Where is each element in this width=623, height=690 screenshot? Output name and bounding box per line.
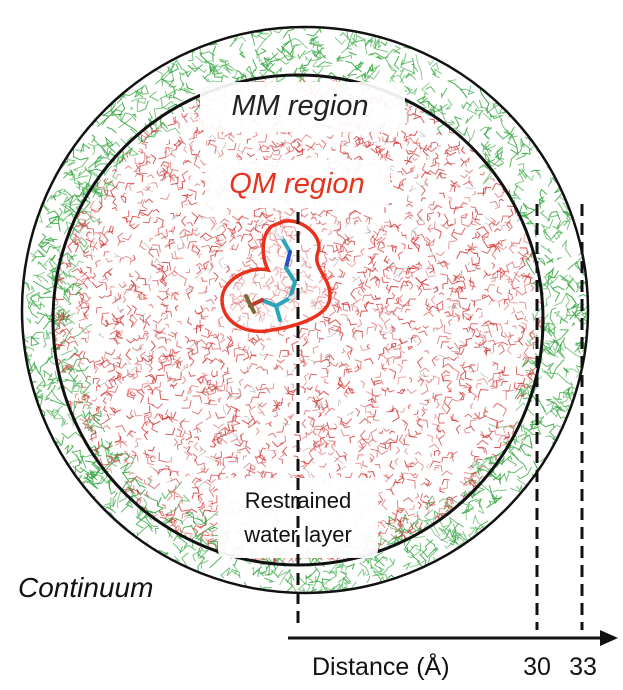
tick-label-30: 30 bbox=[523, 653, 551, 681]
mm-label-background bbox=[200, 82, 405, 132]
restrained-layer-label-line2: water layer bbox=[243, 522, 352, 547]
mm-region-label: MM region bbox=[232, 90, 369, 122]
tick-label-33: 33 bbox=[569, 653, 597, 681]
outer-boundary-circle bbox=[20, 25, 590, 595]
solute-molecule bbox=[244, 230, 304, 322]
distance-axis-label: Distance (Å) bbox=[312, 651, 450, 681]
qm-region-label: QM region bbox=[229, 168, 364, 200]
continuum-label: Continuum bbox=[18, 572, 153, 603]
distance-axis-arrowhead bbox=[600, 630, 618, 646]
qm-label-background bbox=[205, 160, 390, 208]
restrained-layer-label-line1: Restrained bbox=[245, 488, 351, 513]
qm-region-outline bbox=[220, 219, 332, 334]
